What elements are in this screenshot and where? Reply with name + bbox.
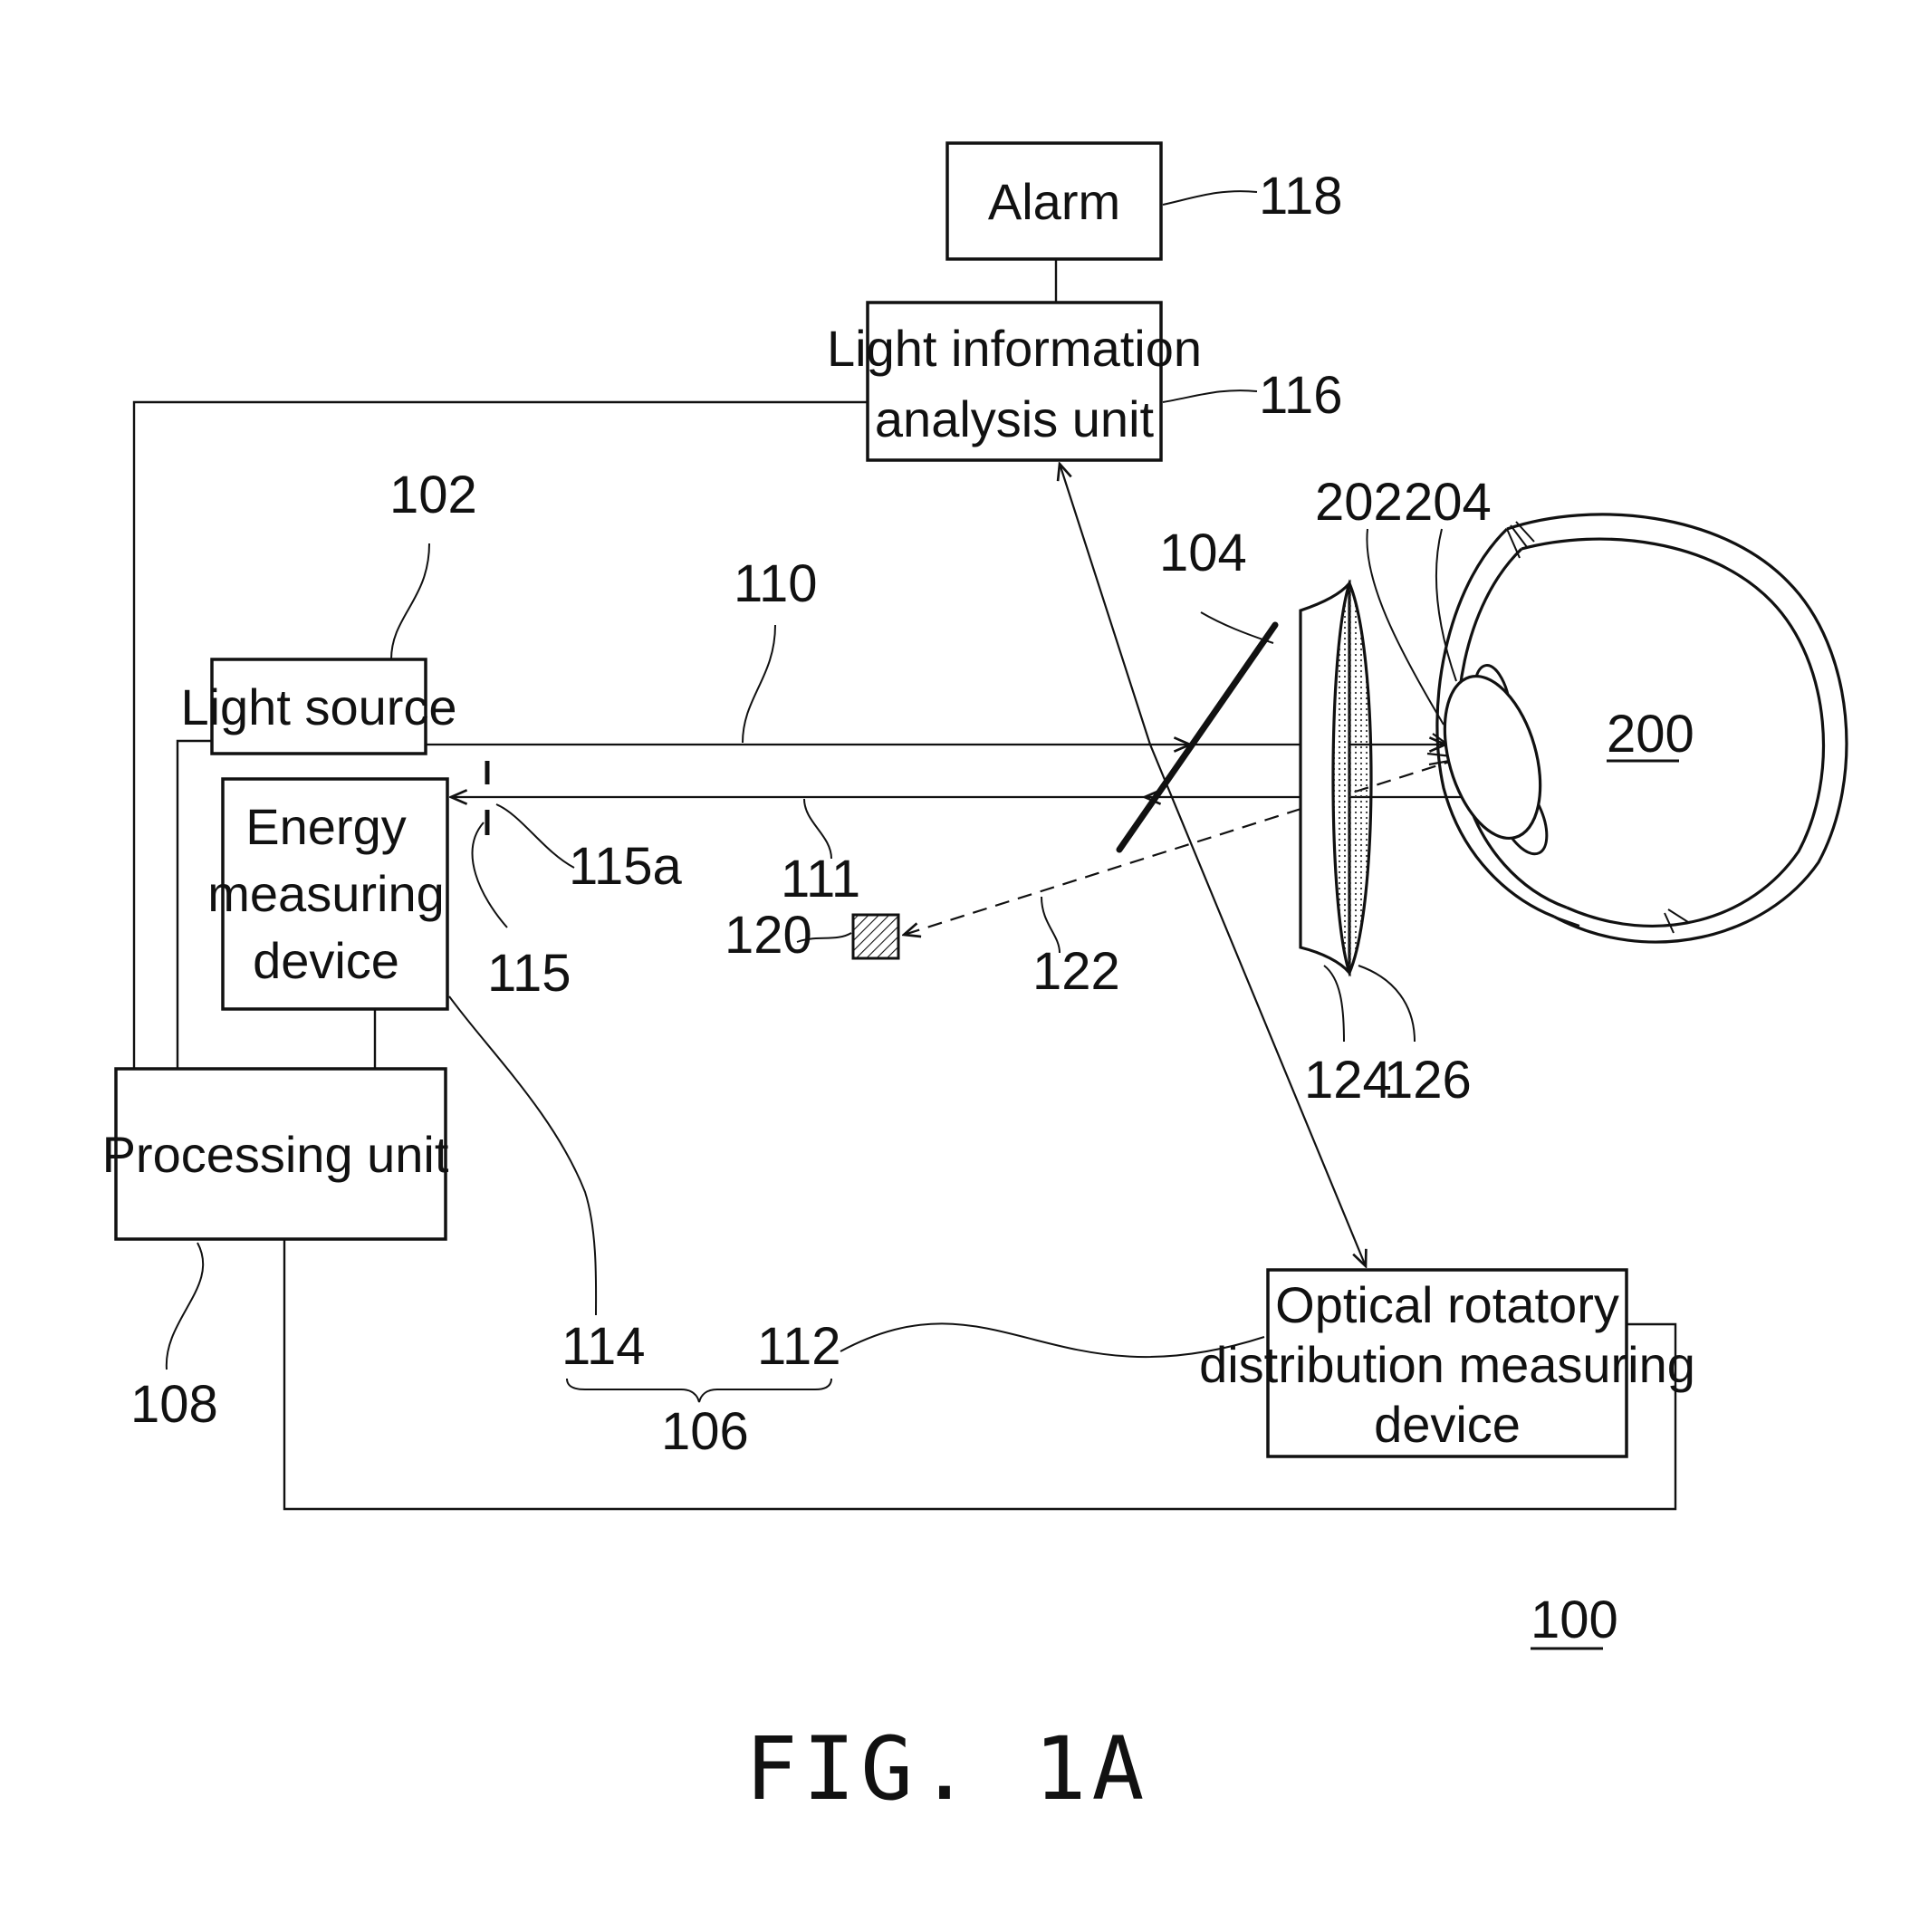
ref-111: 111	[781, 850, 860, 908]
ref-102: 102	[389, 466, 477, 524]
leader-115a	[496, 804, 574, 868]
analysis-label-line1: Light information	[827, 320, 1202, 377]
leader-204	[1436, 529, 1456, 681]
ref-108: 108	[130, 1375, 218, 1434]
ref-126: 126	[1384, 1051, 1472, 1110]
scattered-beam-122	[904, 759, 1458, 935]
cornea-seam-upper	[1507, 529, 1520, 558]
leader-202	[1367, 529, 1444, 725]
leader-118	[1163, 191, 1257, 205]
processing-label: Processing unit	[102, 1126, 449, 1183]
optical-label-line3: device	[1374, 1396, 1521, 1453]
ref-104: 104	[1159, 524, 1247, 582]
ref-124: 124	[1304, 1051, 1392, 1110]
ref-114: 114	[561, 1317, 645, 1376]
brace-106	[567, 1379, 831, 1402]
ref-115: 115	[487, 944, 571, 1003]
ref-100: 100	[1531, 1591, 1618, 1649]
ref-106: 106	[661, 1402, 749, 1461]
energy-label-line1: Energy	[245, 798, 406, 855]
ref-112: 112	[757, 1317, 840, 1376]
leader-116	[1163, 390, 1257, 402]
ref-202: 202	[1315, 473, 1403, 532]
ref-118: 118	[1259, 167, 1342, 226]
light-source: Light source	[180, 659, 456, 754]
leader-110	[743, 625, 775, 743]
ref-204: 204	[1404, 473, 1492, 532]
reflected-beam-to-analysis	[1060, 464, 1150, 745]
figure-label: FIG. 1A	[745, 1718, 1150, 1820]
lens-assembly	[1301, 583, 1371, 973]
analysis-label-line2: analysis unit	[875, 390, 1155, 447]
processing-unit: Processing unit	[102, 1069, 449, 1239]
ref-116: 116	[1259, 366, 1342, 425]
light-trap-120	[853, 915, 898, 958]
lens-126	[1333, 583, 1371, 973]
optical-label-line2: distribution measuring	[1199, 1336, 1695, 1393]
energy-measuring-device: Energy measuring device	[207, 779, 447, 1009]
ref-200: 200	[1607, 705, 1694, 764]
leader-102	[391, 543, 429, 659]
leader-108	[167, 1243, 203, 1370]
light-source-label: Light source	[180, 678, 456, 735]
optical-label-line1: Optical rotatory	[1275, 1276, 1619, 1333]
energy-label-line3: device	[253, 932, 399, 989]
light-information-analysis-unit: Light information analysis unit	[827, 303, 1202, 460]
leader-104	[1201, 612, 1273, 643]
optical-rotatory-distribution-measuring-device: Optical rotatory distribution measuring …	[1199, 1270, 1695, 1456]
beam-splitter-104	[1119, 625, 1275, 850]
energy-label-line2: measuring	[207, 865, 444, 922]
ref-120: 120	[725, 906, 812, 965]
leader-126	[1358, 966, 1415, 1042]
alarm-label: Alarm	[988, 173, 1120, 230]
lower-limbus-marks	[1665, 909, 1688, 933]
leader-124	[1324, 966, 1344, 1042]
ref-115a: 115a	[569, 837, 682, 896]
ref-110: 110	[734, 554, 817, 613]
ref-122: 122	[1032, 942, 1120, 1001]
alarm-box: Alarm	[947, 143, 1161, 259]
leader-114	[449, 996, 596, 1315]
leader-115	[473, 822, 507, 928]
